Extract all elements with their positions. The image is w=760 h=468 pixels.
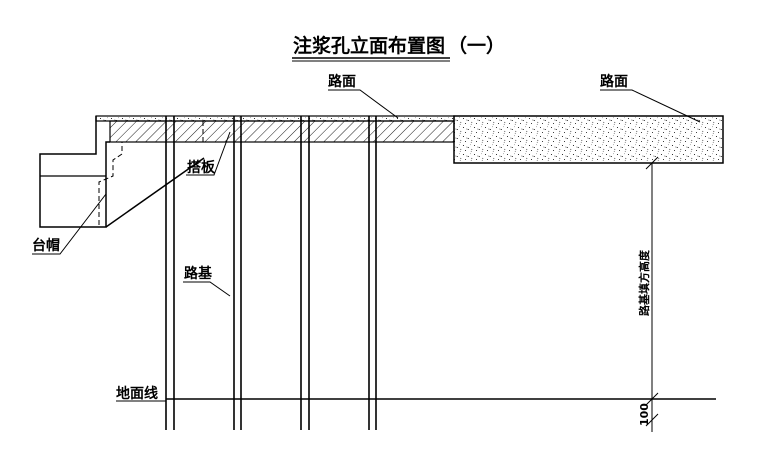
label-subgrade: 路基 — [184, 265, 213, 282]
drawing-title: 注浆孔立面布置图 （一） — [292, 34, 505, 62]
title-main: 注浆孔立面布置图 — [293, 34, 445, 57]
approach-slab-hatched — [109, 120, 455, 143]
label-dimension-value: 100 — [638, 403, 651, 426]
leader-lines — [32, 89, 701, 402]
title-suffix: （一） — [448, 34, 505, 57]
label-pavement-left: 路面 — [328, 73, 356, 90]
label-ground-line: 地面线 — [116, 385, 158, 402]
abutment-cap-outline — [39, 116, 204, 228]
label-pavement-right: 路面 — [600, 73, 628, 90]
slab-support-line — [105, 157, 205, 228]
label-approach-slab: 搭板 — [187, 159, 216, 176]
label-abutment-cap: 台帽 — [32, 237, 60, 254]
pavement-layer-left — [95, 115, 455, 122]
grouting-holes — [165, 116, 377, 430]
pavement-block-right — [453, 115, 724, 164]
label-fill-height: 路基填方高度 — [637, 249, 651, 316]
fill-height-dimension — [645, 156, 659, 432]
